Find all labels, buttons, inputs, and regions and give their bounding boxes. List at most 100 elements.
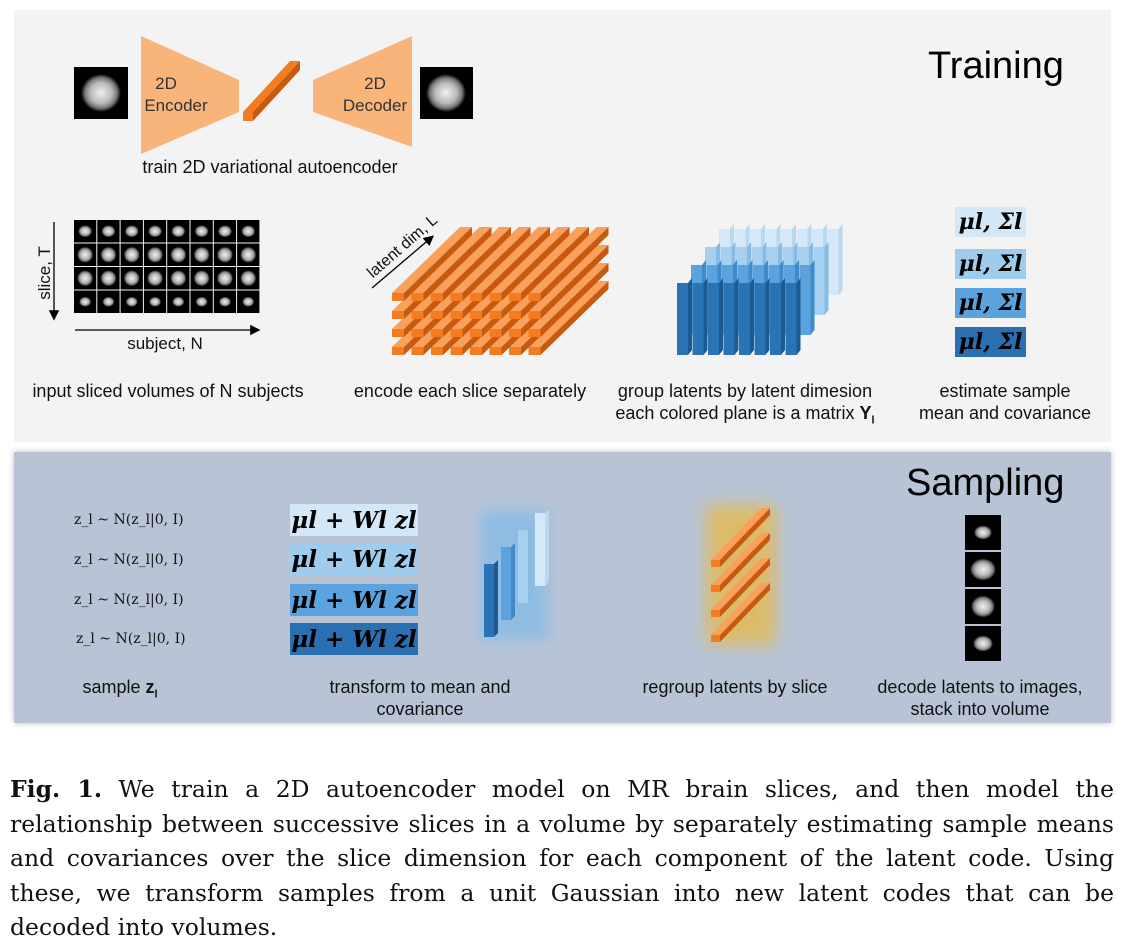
latent-bar-front xyxy=(528,329,541,337)
decoder-label-top: 2D xyxy=(364,74,386,93)
encoder-label: Encoder xyxy=(144,96,208,115)
slice-grid xyxy=(74,220,260,313)
latent-bar xyxy=(243,61,300,121)
latent-bar-top xyxy=(450,227,531,293)
sampling-title: Sampling xyxy=(906,462,1065,504)
latent-bar-front xyxy=(431,293,443,301)
caption-regroup: regroup latents by slice xyxy=(642,677,828,697)
slice-brain xyxy=(102,296,115,307)
latent-plane-bar-side xyxy=(719,278,723,355)
z-sample-row-3: z_l ~ N(z_l|0, I) xyxy=(74,592,184,608)
decoded-brain xyxy=(970,558,996,581)
latent-plane-bar-side xyxy=(796,278,801,355)
latent-bar-front xyxy=(392,329,404,337)
latent-bar-front xyxy=(392,293,404,301)
mu-sigma-box-2: μl, Σl xyxy=(955,249,1026,279)
latent-bar-side xyxy=(462,227,531,301)
latent-plane-bar xyxy=(677,283,688,355)
latent-bar-front xyxy=(411,329,424,337)
mu-sigma-box-1: μl, Σl xyxy=(955,207,1026,237)
slice-brain xyxy=(195,296,208,307)
latent-bar-front xyxy=(411,293,424,301)
slice-brain xyxy=(147,270,164,287)
latent-bar-front xyxy=(528,311,541,319)
sampled-latent-bar-side xyxy=(545,509,549,586)
latent-bar-front xyxy=(509,311,521,319)
slice-brain xyxy=(100,246,117,263)
regrouped-bar-front xyxy=(711,585,720,592)
slice-brain xyxy=(171,225,186,238)
slice-brain xyxy=(77,270,94,287)
encoded-latent-block xyxy=(392,227,609,355)
latent-bar-top xyxy=(411,227,492,293)
latent-bar-front xyxy=(470,311,482,319)
latent-bar-front xyxy=(470,293,482,301)
output-brain-image xyxy=(420,67,473,119)
latent-plane-bar xyxy=(754,283,766,355)
figure-label: Fig. 1. xyxy=(10,775,103,803)
slice-brain xyxy=(149,296,162,307)
caption-input: input sliced volumes of N subjects xyxy=(32,381,304,401)
transform-box-3: μl + Wl zl xyxy=(290,584,418,616)
subject-axis-label: subject, N xyxy=(127,334,203,353)
transform-box-2: μl + Wl zl xyxy=(290,543,418,575)
latent-bar-front xyxy=(489,311,502,319)
sampled-latent-bar xyxy=(501,547,511,620)
sampled-latent-bar xyxy=(535,513,545,586)
regrouped-bar-front xyxy=(711,610,720,617)
grouped-latent-planes xyxy=(677,224,843,355)
latent-bar-side xyxy=(540,245,609,319)
latent-bar-top xyxy=(509,227,589,293)
decoder-label: Decoder xyxy=(342,96,408,115)
sampled-latent-bar-side xyxy=(511,543,515,620)
slice-brain xyxy=(79,296,92,307)
caption-group-line2: each colored plane is a matrix Yl xyxy=(615,403,875,427)
latent-bar-side xyxy=(521,227,589,301)
latent-bar-top xyxy=(392,227,472,293)
latent-plane-bar-side xyxy=(824,242,829,315)
latent-plane-bar xyxy=(785,283,797,355)
latent-bar-side xyxy=(482,227,550,301)
sampled-latent-bar xyxy=(518,530,528,603)
slice-brain xyxy=(193,270,210,287)
regrouped-bar-top xyxy=(711,558,770,610)
latent-bar-top xyxy=(431,227,511,293)
latent-bar-front xyxy=(509,293,521,301)
transform-box-4: μl + Wl zl xyxy=(290,623,418,655)
latent-plane-bar xyxy=(708,283,719,355)
caption-estimate-line2: mean and covariance xyxy=(918,403,1092,423)
latent-bar-side xyxy=(540,227,609,301)
transformed-latent-bars xyxy=(484,509,549,637)
latent-plane-bar xyxy=(739,283,750,355)
regrouped-bar-top xyxy=(711,583,770,635)
slice-brain xyxy=(123,270,140,287)
slice-brain xyxy=(147,246,164,263)
latent-bar-front xyxy=(431,347,443,355)
latent-bar-front xyxy=(411,311,424,319)
latent-bar-front xyxy=(509,329,521,337)
slice-brain xyxy=(218,296,231,307)
figure-caption: Fig. 1. We train a 2D autoencoder model … xyxy=(10,772,1114,945)
caption-sample: sample zl xyxy=(82,677,158,701)
latent-plane-bar-side xyxy=(688,278,692,355)
regrouped-bar-top xyxy=(711,533,770,585)
decoded-brain xyxy=(971,595,995,618)
latent-plane-bar-side xyxy=(734,278,739,355)
caption-decode-line2: stack into volume xyxy=(910,699,1050,719)
regrouped-bar-top xyxy=(711,508,770,560)
latent-bar-front xyxy=(450,329,463,337)
regrouped-latent-bars xyxy=(711,508,770,642)
latent-bar-top xyxy=(528,263,609,329)
latent-bar-front xyxy=(489,347,502,355)
caption-estimate-line1: estimate sample xyxy=(939,381,1071,401)
input-brain-image xyxy=(74,67,128,119)
encoder-trapezoid xyxy=(141,36,239,154)
slice-axis-label: slice, T xyxy=(35,246,54,300)
latent-bar-front xyxy=(489,329,502,337)
latent-bar-top xyxy=(470,227,550,293)
latent-bar-top xyxy=(528,281,609,347)
latent-bar-top xyxy=(528,227,609,293)
regrouped-bar-front xyxy=(711,635,720,642)
caption-encode: encode each slice separately xyxy=(353,381,587,401)
